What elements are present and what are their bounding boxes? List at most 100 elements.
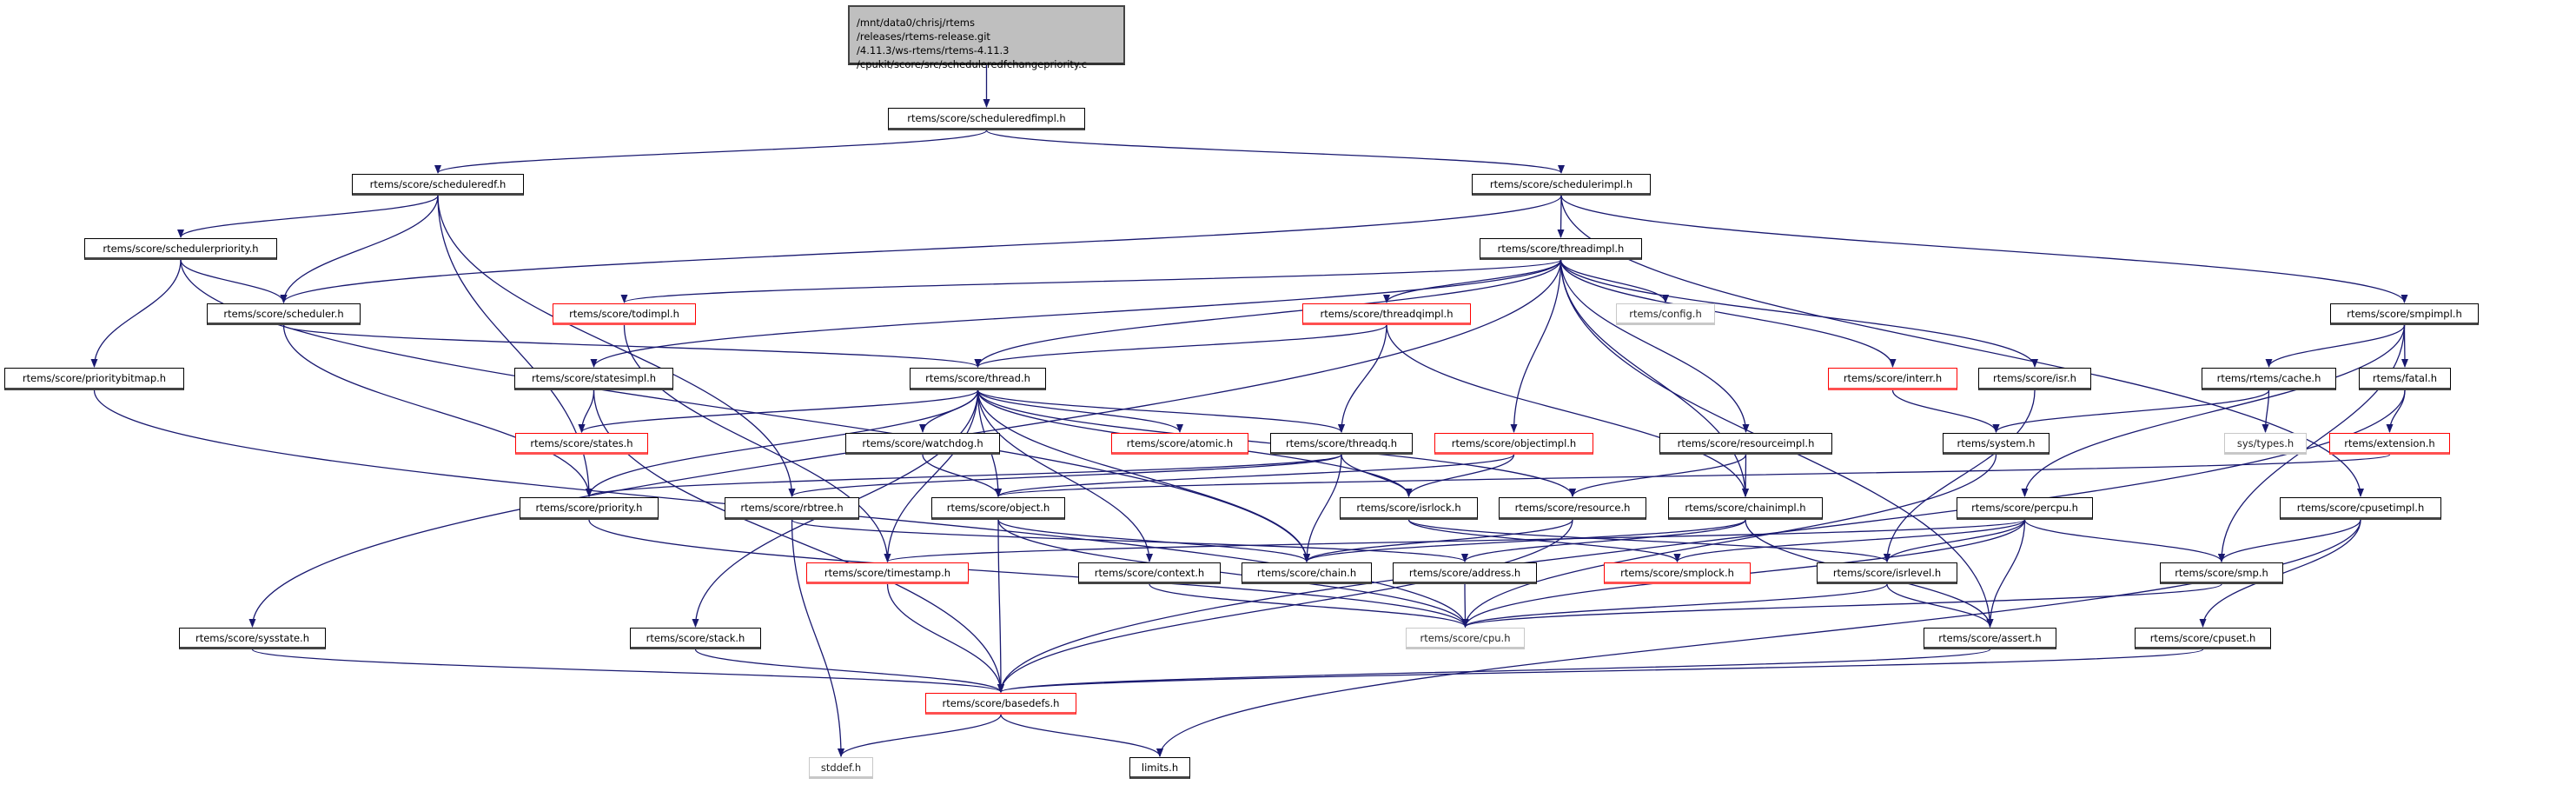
edge-objectimpl-to-object	[995, 454, 1515, 497]
node-rtems-score-scheduleredfimpl-h[interactable]: rtems/score/scheduleredfimpl.h	[888, 108, 1085, 130]
node-rtems-score-resource-h[interactable]: rtems/score/resource.h	[1499, 497, 1646, 520]
edge-basedefs-to-stddef	[838, 714, 1002, 757]
node-rtems-score-chainimpl-h[interactable]: rtems/score/chainimpl.h	[1668, 497, 1823, 520]
edge-isrlevel-to-assert	[1886, 583, 1994, 628]
edge-cache-to-systypes	[2261, 389, 2270, 433]
edge-cache-to-system	[1992, 389, 2270, 433]
edge-object-to-cpu	[997, 519, 1469, 628]
node-rtems-score-scheduler-h[interactable]: rtems/score/scheduler.h	[207, 303, 361, 325]
edge-fatal-to-basedefs	[997, 389, 2406, 693]
edge-isrlock-to-smplock	[1407, 519, 1681, 562]
node-sys-types-h[interactable]: sys/types.h	[2224, 433, 2307, 455]
edge-percpu-to-smp	[2023, 519, 2225, 562]
edge-stack-to-basedefs	[694, 649, 1004, 693]
edge-tqimpl-to-chainimpl	[1386, 324, 1749, 497]
edge-interr-to-system	[1891, 389, 2000, 433]
node-rtems-score-scheduleredf-h[interactable]: rtems/score/scheduleredf.h	[352, 174, 524, 196]
node-rtems-score-todimpl-h[interactable]: rtems/score/todimpl.h	[553, 303, 696, 325]
edge-percpu-to-timestamp	[884, 519, 2026, 562]
node-rtems-score-statesimpl-h[interactable]: rtems/score/statesimpl.h	[514, 368, 673, 390]
node-rtems-score-schedulerpriority-h[interactable]: rtems/score/schedulerpriority.h	[84, 238, 277, 260]
edge-context-to-cpu	[1149, 583, 1469, 628]
edge-chainimpl-to-address	[1461, 519, 1746, 562]
node-rtems-score-cpusetimpl-h[interactable]: rtems/score/cpusetimpl.h	[2280, 497, 2441, 520]
node-rtems-score-sysstate-h[interactable]: rtems/score/sysstate.h	[179, 628, 326, 649]
root-path-line: /releases/rtems-release.git	[857, 30, 990, 43]
edge-timpl-to-isr	[1560, 259, 2038, 368]
node-rtems-score-address-h[interactable]: rtems/score/address.h	[1393, 562, 1537, 584]
node-rtems-score-priority-h[interactable]: rtems/score/priority.h	[520, 497, 659, 520]
node-rtems-score-basedefs-h[interactable]: rtems/score/basedefs.h	[925, 693, 1076, 715]
edge-timpl-to-config	[1560, 259, 1669, 303]
edge-threadq-to-chain	[1303, 454, 1342, 562]
node-limits-h[interactable]: limits.h	[1129, 757, 1190, 779]
node-rtems-score-states-h[interactable]: rtems/score/states.h	[515, 433, 648, 455]
edge-thread-to-atomic	[977, 389, 1183, 433]
edge-cpuset-to-basedefs	[997, 649, 2204, 693]
edge-thread-to-timestamp	[884, 389, 979, 562]
node-rtems-score-prioritybitmap-h[interactable]: rtems/score/prioritybitmap.h	[4, 368, 184, 390]
edge-sedf-to-sprio	[177, 195, 439, 238]
edge-timpl-to-objectimpl	[1510, 259, 1562, 433]
node-rtems-score-threadimpl-h[interactable]: rtems/score/threadimpl.h	[1480, 238, 1642, 260]
edge-thread-to-chain	[977, 389, 1310, 562]
node-rtems-score-isr-h[interactable]: rtems/score/isr.h	[1978, 368, 2091, 390]
node-rtems-score-assert-h[interactable]: rtems/score/assert.h	[1924, 628, 2056, 649]
node-rtems-score-smplock-h[interactable]: rtems/score/smplock.h	[1604, 562, 1751, 584]
node-rtems-score-smp-h[interactable]: rtems/score/smp.h	[2160, 562, 2283, 584]
node-rtems-fatal-h[interactable]: rtems/fatal.h	[2359, 368, 2451, 390]
node-rtems-score-interr-h[interactable]: rtems/score/interr.h	[1828, 368, 1957, 390]
edge-percpu-to-smplock	[1673, 519, 2026, 562]
node-rtems-score-threadq-h[interactable]: rtems/score/threadq.h	[1270, 433, 1413, 455]
edge-tqimpl-to-thread	[974, 324, 1387, 368]
node-rtems-score-cpuset-h[interactable]: rtems/score/cpuset.h	[2135, 628, 2271, 649]
edge-threadq-to-rbtree	[788, 454, 1342, 497]
edge-timpl-to-statesimpl	[590, 259, 1562, 368]
node-rtems-score-objectimpl-h[interactable]: rtems/score/objectimpl.h	[1434, 433, 1593, 455]
edge-simpl-to-smpimpl	[1560, 195, 2408, 303]
node-rtems-config-h[interactable]: rtems/config.h	[1616, 303, 1715, 325]
node-rtems-score-isrlock-h[interactable]: rtems/score/isrlock.h	[1340, 497, 1478, 520]
edge-cpusetimpl-to-limits	[1156, 519, 2361, 757]
edge-percpu-to-isrlevel	[1884, 519, 2026, 562]
edge-sysstate-to-basedefs	[251, 649, 1004, 693]
edge-chainimpl-to-chain	[1303, 519, 1746, 562]
node-rtems-score-timestamp-h[interactable]: rtems/score/timestamp.h	[806, 562, 969, 584]
node-rtems-score-resourceimpl-h[interactable]: rtems/score/resourceimpl.h	[1659, 433, 1832, 455]
edge-percpu-to-assert	[1986, 519, 2026, 628]
node-rtems-score-chain-h[interactable]: rtems/score/chain.h	[1242, 562, 1372, 584]
node-rtems-score-stack-h[interactable]: rtems/score/stack.h	[630, 628, 761, 649]
edge-cpusetimpl-to-smp	[2218, 519, 2361, 562]
edge-resourceimpl-to-chainimpl	[1742, 454, 1750, 497]
edge-objectimpl-to-isrlock	[1405, 454, 1515, 497]
edge-system-to-cpu	[1461, 454, 1997, 628]
edge-basedefs-to-limits	[1000, 714, 1163, 757]
edge-assert-to-basedefs	[997, 649, 1991, 693]
edge-timpl-to-tqimpl	[1383, 259, 1562, 303]
node-rtems-score-rbtree-h[interactable]: rtems/score/rbtree.h	[725, 497, 859, 520]
node-rtems-score-thread-h[interactable]: rtems/score/thread.h	[910, 368, 1046, 390]
edge-timpl-to-chainimpl	[1560, 259, 1749, 497]
node-stddef-h[interactable]: stddef.h	[809, 757, 873, 779]
node-rtems-score-object-h[interactable]: rtems/score/object.h	[931, 497, 1065, 520]
node-rtems-score-cpu-h[interactable]: rtems/score/cpu.h	[1406, 628, 1525, 649]
node-rtems-score-atomic-h[interactable]: rtems/score/atomic.h	[1111, 433, 1248, 455]
node-rtems-score-percpu-h[interactable]: rtems/score/percpu.h	[1957, 497, 2093, 520]
node-rtems-extension-h[interactable]: rtems/extension.h	[2329, 433, 2450, 455]
edge-extension-to-object	[995, 454, 2391, 497]
edge-smp-to-cpu	[1461, 583, 2222, 628]
node-rtems-score-context-h[interactable]: rtems/score/context.h	[1078, 562, 1221, 584]
edge-rbtree-to-stddef	[791, 519, 844, 757]
node-rtems-score-threadqimpl-h[interactable]: rtems/score/threadqimpl.h	[1302, 303, 1471, 325]
node-rtems-score-schedulerimpl-h[interactable]: rtems/score/schedulerimpl.h	[1472, 174, 1651, 196]
node-rtems-system-h[interactable]: rtems/system.h	[1943, 433, 2050, 455]
node-rtems-score-smpimpl-h[interactable]: rtems/score/smpimpl.h	[2330, 303, 2479, 325]
edge-resourceimpl-to-resource	[1569, 454, 1747, 497]
edge-isr-to-isrlevel	[1884, 389, 2036, 562]
node-rtems-score-isrlevel-h[interactable]: rtems/score/isrlevel.h	[1817, 562, 1957, 584]
node-rtems-score-watchdog-h[interactable]: rtems/score/watchdog.h	[845, 433, 1000, 455]
edge-object-to-basedefs	[997, 519, 1004, 693]
node-rtems-rtems-cache-h[interactable]: rtems/rtems/cache.h	[2202, 368, 2336, 390]
edge-sedf-to-sched	[280, 195, 439, 303]
